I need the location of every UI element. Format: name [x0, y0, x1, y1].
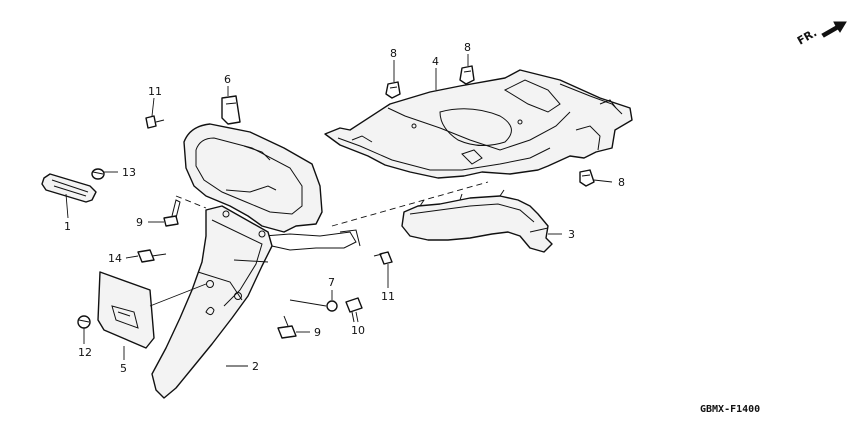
assembly-line-1 [331, 181, 489, 227]
front-direction-label: FR. [795, 26, 819, 47]
front-arrow-icon [821, 21, 847, 38]
part-1-reflector [41, 173, 97, 203]
callout-5: 5 [120, 362, 127, 375]
clip-8-top-mid [459, 65, 475, 85]
washer-7 [326, 300, 338, 312]
diagram-code: GBMX-F1400 [700, 404, 760, 415]
nut-13 [91, 168, 105, 180]
callout-10: 10 [351, 324, 365, 337]
callout-2: 2 [252, 360, 259, 373]
callout-4: 4 [432, 55, 439, 68]
leader-plate [149, 283, 207, 307]
leader-8c [593, 179, 613, 183]
leader-11a [151, 97, 155, 117]
leader-14 [125, 255, 139, 259]
callout-8-top-mid: 8 [464, 41, 471, 54]
bolt-9-lower [277, 315, 297, 339]
front-direction-indicator: FR. [795, 21, 847, 48]
part-5-plate-holder [97, 271, 155, 349]
nut-12 [77, 315, 91, 329]
callout-11-left: 11 [148, 85, 162, 98]
screw-11-right [373, 251, 393, 265]
part-3-splash-guard [401, 189, 553, 253]
callout-11-right: 11 [381, 290, 395, 303]
callout-1: 1 [64, 220, 71, 233]
screw-11-left [145, 115, 165, 129]
leader-fender-bolt [289, 299, 327, 307]
part-6-bracket [221, 95, 241, 125]
callout-14: 14 [108, 252, 122, 265]
callout-8-right: 8 [618, 176, 625, 189]
callout-6: 6 [224, 73, 231, 86]
callout-7: 7 [328, 276, 335, 289]
leader-10 [355, 311, 359, 323]
bolt-9-upper [163, 199, 181, 227]
clip-8-right [579, 169, 595, 187]
part-2-rear-fender [151, 205, 273, 399]
leader-1 [65, 193, 69, 219]
bolt-10 [345, 297, 363, 323]
callout-9-lower: 9 [314, 326, 321, 339]
callout-3: 3 [568, 228, 575, 241]
callout-9-upper: 9 [136, 216, 143, 229]
taillight-housing [183, 123, 361, 251]
part-4-tray [324, 69, 633, 179]
callout-13: 13 [122, 166, 136, 179]
callout-8-top-left: 8 [390, 47, 397, 60]
callout-12: 12 [78, 346, 92, 359]
bolt-14 [137, 249, 167, 263]
clip-8-top-left [385, 81, 401, 99]
assembly-line-2 [175, 195, 207, 209]
